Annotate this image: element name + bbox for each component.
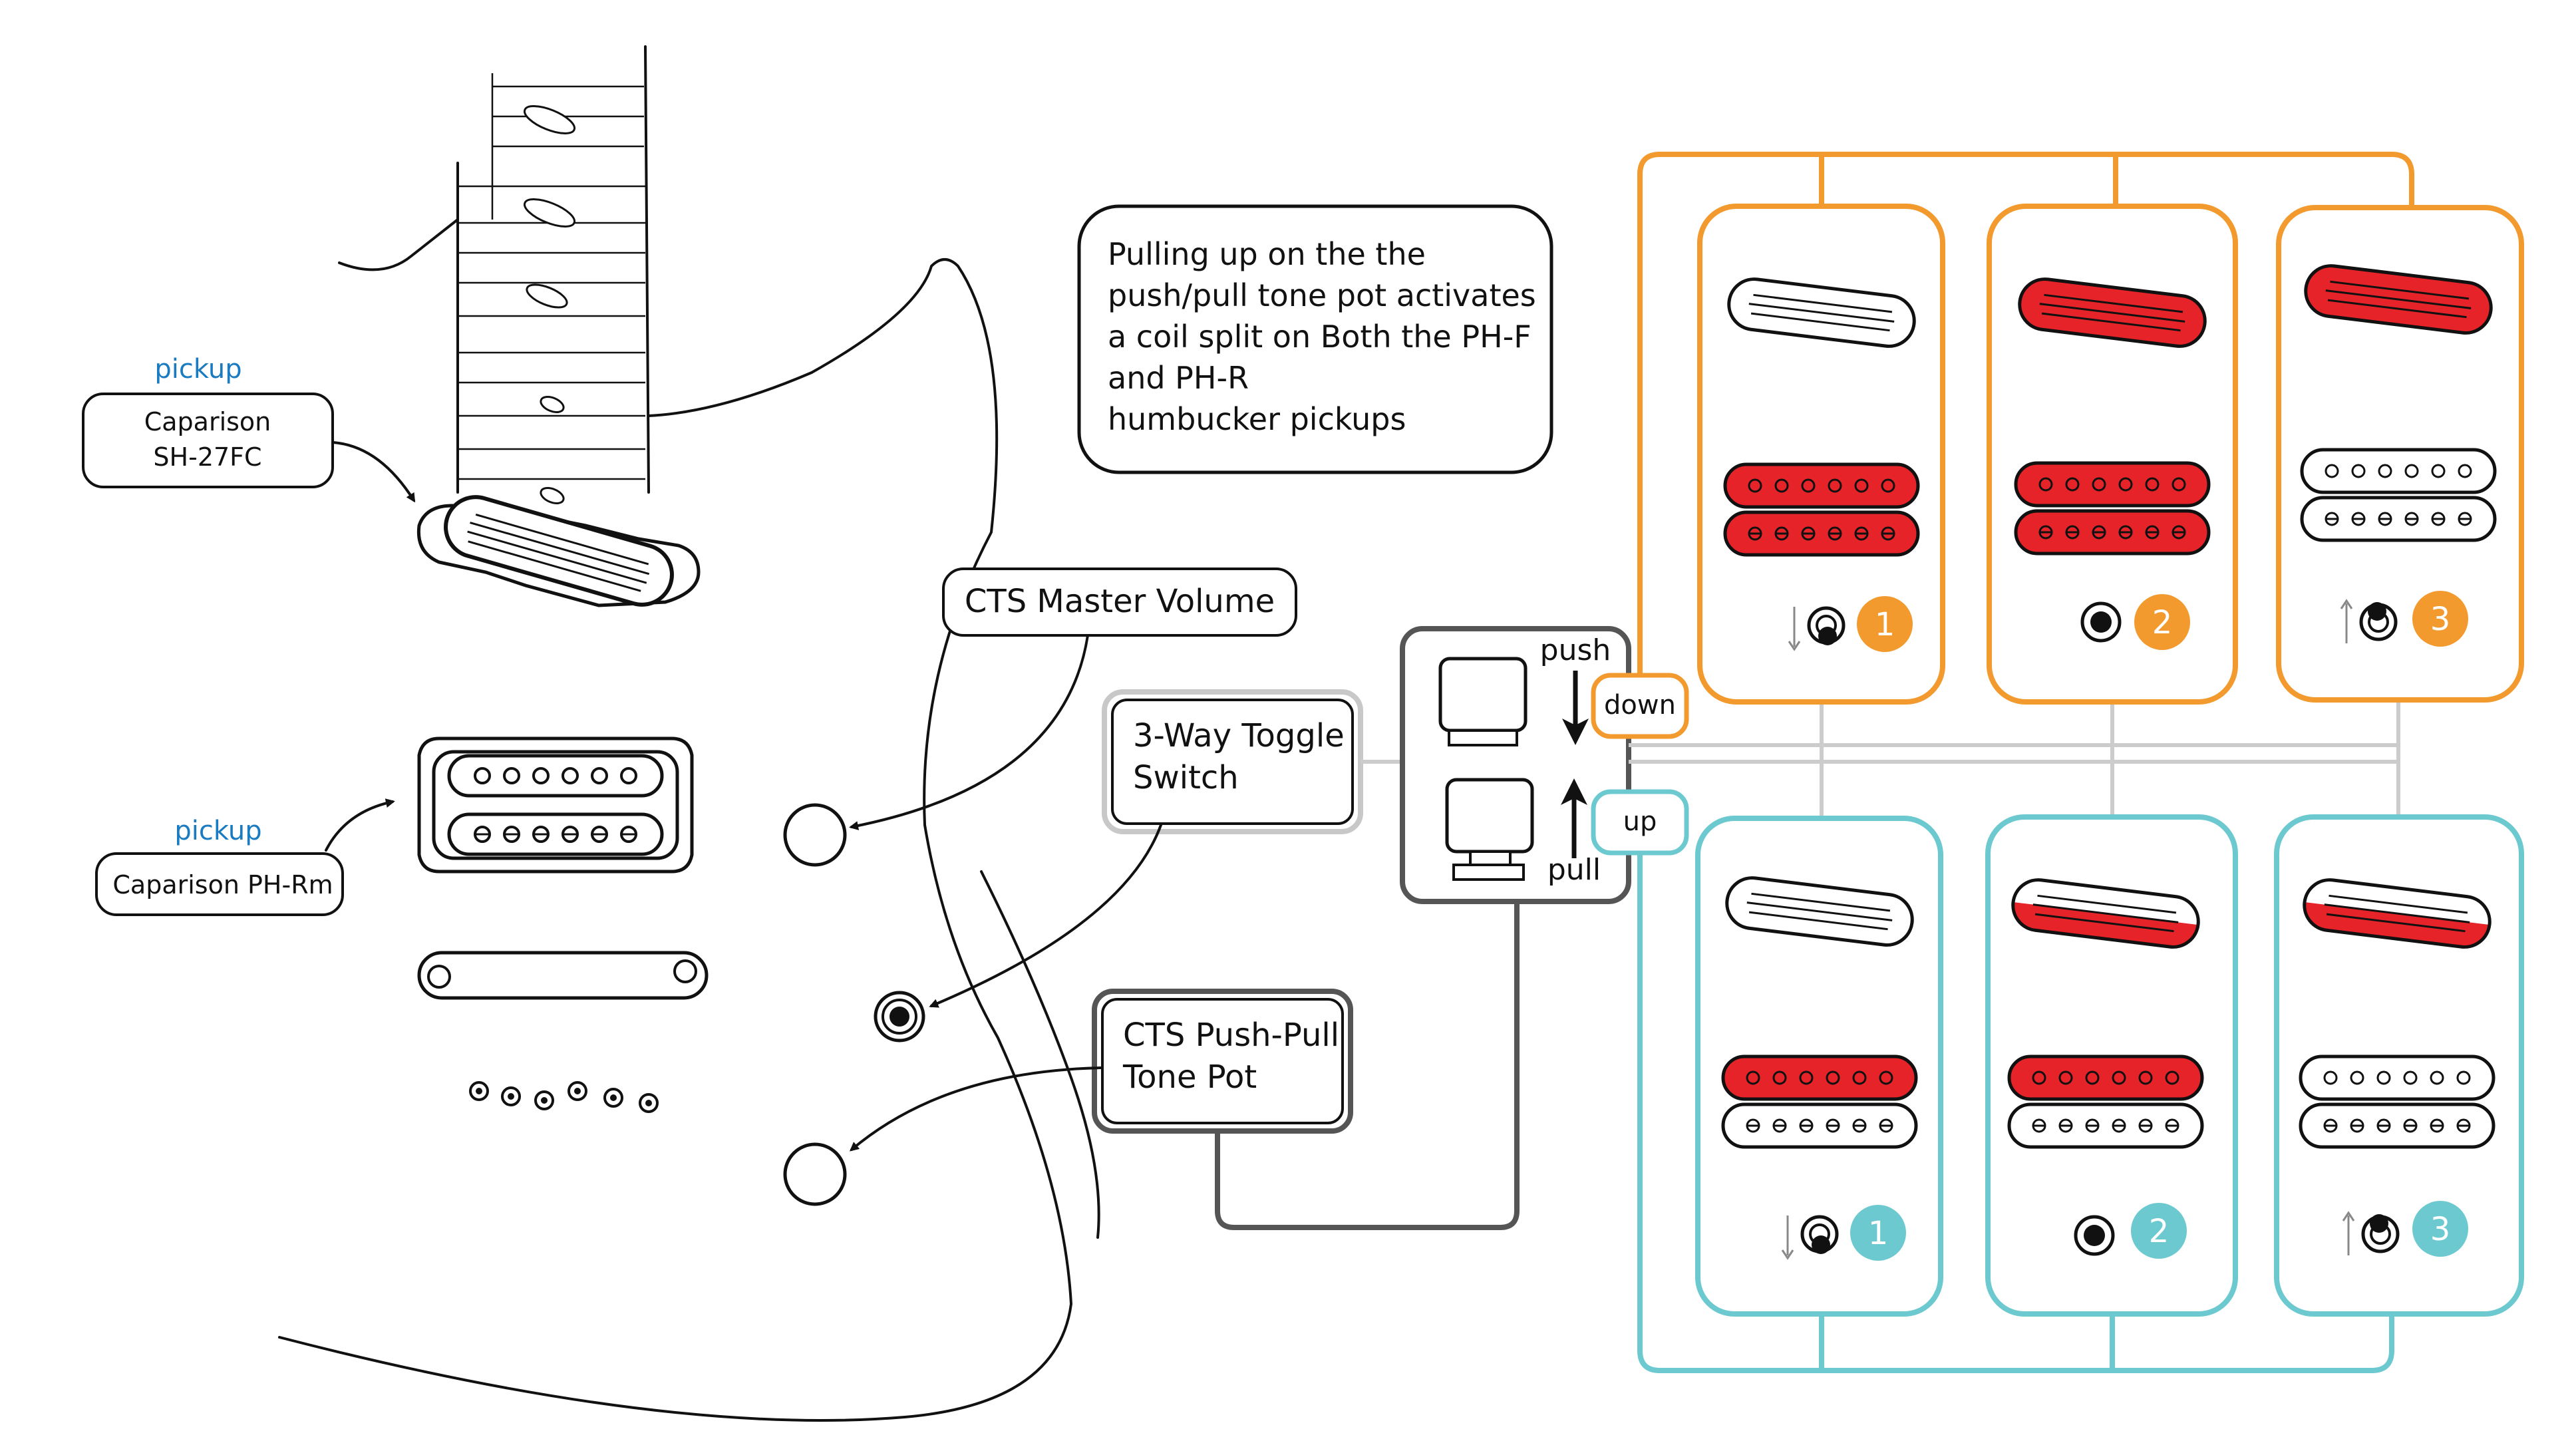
down-badge-label: down (1604, 690, 1676, 721)
volume-arrow (849, 634, 1089, 830)
fret-inlay (523, 105, 576, 134)
bridge-pickup-caption: pickup (174, 816, 261, 846)
neck-pickup-model-line2: SH-27FC (153, 442, 261, 472)
bridge-pickup-graphic (417, 736, 694, 874)
push-label: push (1540, 633, 1611, 667)
up-position-2-panel: 2 (1985, 814, 2238, 1317)
neck-pickup-callout (82, 393, 334, 488)
fretboard (456, 45, 650, 494)
bridge-pickup-arrow (325, 798, 395, 852)
fret-inlay (540, 396, 565, 413)
up-position-3-panel: 3 (2274, 814, 2524, 1317)
down-position-2-panel: 2 (1987, 204, 2238, 705)
neck-pickup-caption: pickup (154, 354, 242, 385)
position-number-up-3: 3 (2430, 1211, 2451, 1248)
position-badge-down-3 (2412, 591, 2468, 647)
bridge-pickup-callout (95, 852, 344, 916)
volume-label: CTS Master Volume (965, 583, 1275, 620)
up-bracket (1637, 853, 2394, 1373)
tone-arrow (849, 1066, 1102, 1152)
fret-inlay (523, 198, 576, 228)
switch-center-icon (2076, 1217, 2113, 1254)
toggle-label-line2: Switch (1133, 759, 1239, 796)
neck-pickup-model-line1: Caparison (144, 407, 271, 436)
volume-knob[interactable] (783, 803, 847, 867)
down-position-1-panel: 1 (1697, 204, 1945, 705)
position-number-down-3: 3 (2430, 601, 2451, 638)
string-ferrules (469, 1081, 659, 1113)
down-position-3-panel: 3 (2276, 205, 2524, 703)
tone-wire (1215, 901, 1520, 1230)
neck-pickup-graphic (416, 495, 701, 607)
tone-callout (1101, 998, 1344, 1124)
position-badge-up-1 (1850, 1205, 1906, 1261)
bridge-plate (417, 951, 709, 1000)
switch-center-icon (2082, 603, 2120, 641)
up-position-1-panel: 1 (1695, 816, 1943, 1317)
fret-inlays (523, 105, 576, 504)
note-line-2: push/pull tone pot activates (1108, 277, 1536, 313)
note-line-5: humbucker pickups (1108, 401, 1406, 437)
tone-label-line2: Tone Pot (1122, 1058, 1257, 1096)
up-badge-label: up (1623, 806, 1657, 837)
volume-callout (942, 567, 1297, 637)
position-number-down-2: 2 (2152, 604, 2173, 641)
coil-split-note (1077, 204, 1553, 474)
note-line-3: a coil split on Both the PH-F (1108, 319, 1531, 355)
position-badge-up-2 (2131, 1203, 2187, 1259)
position-badge-down-2 (2134, 594, 2190, 650)
bridge-pickup-model: Caparison PH-Rm (112, 870, 333, 899)
note-line-4: and PH-R (1108, 360, 1249, 396)
fret-inlay (526, 283, 568, 309)
pull-knob-icon (1445, 778, 1534, 881)
neck-pickup-arrow (331, 441, 416, 503)
toggle-arrow (929, 824, 1162, 1008)
position-badge-down-1 (1857, 596, 1913, 652)
push-knob-icon (1438, 657, 1528, 746)
toggle-label-line1: 3-Way Toggle (1133, 717, 1345, 754)
toggle-switch-knob[interactable] (874, 991, 925, 1043)
tone-label-line1: CTS Push-Pull (1123, 1017, 1339, 1054)
toggle-callout (1111, 699, 1354, 825)
guitar-body-outline (278, 218, 1100, 1422)
tone-knob[interactable] (783, 1142, 847, 1206)
position-number-down-1: 1 (1875, 606, 1895, 643)
position-number-up-2: 2 (2149, 1213, 2170, 1250)
position-number-up-1: 1 (1868, 1215, 1889, 1252)
position-connectors (1629, 702, 2400, 818)
fret-inlay (540, 487, 565, 504)
position-badge-up-3 (2412, 1201, 2468, 1257)
pull-label: pull (1547, 853, 1601, 887)
down-bracket (1637, 152, 2414, 675)
note-line-1: Pulling up on the the (1108, 236, 1426, 272)
